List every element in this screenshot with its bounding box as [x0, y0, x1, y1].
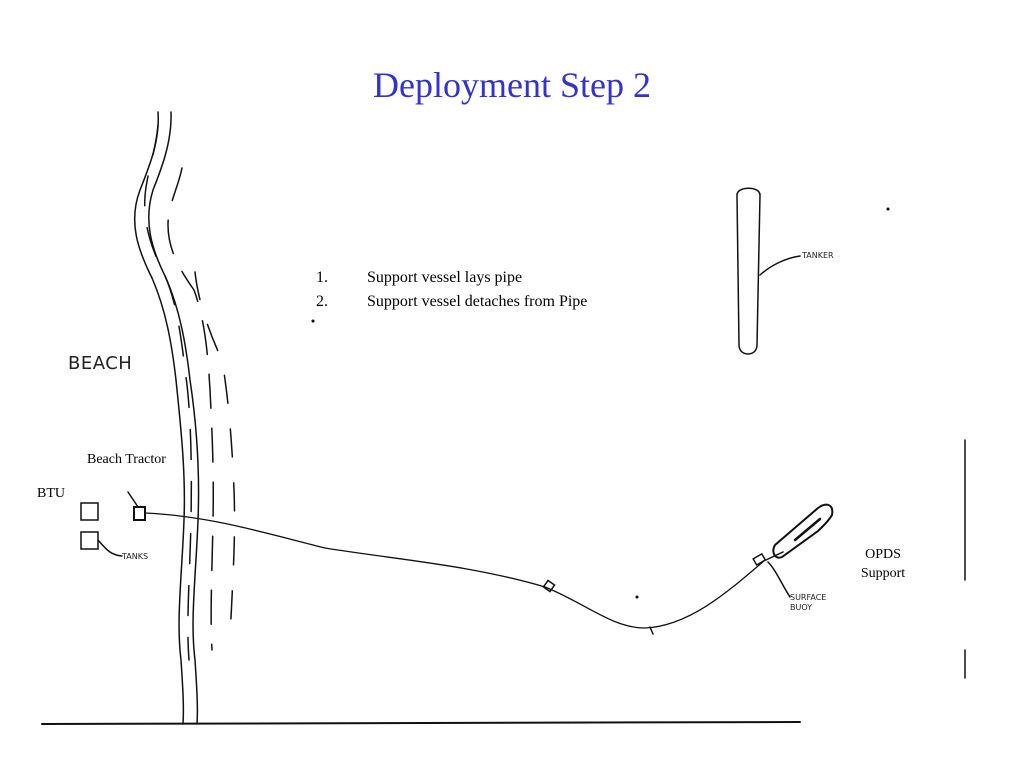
step-number: 2.: [316, 293, 328, 310]
step-item: 2. Support vessel detaches from Pipe: [316, 290, 676, 314]
step-text: Support vessel detaches from Pipe: [367, 293, 588, 310]
slide-title: Deployment Step 2: [373, 65, 651, 105]
pipeline: [144, 512, 766, 629]
step-number: 1.: [316, 269, 328, 286]
surface-buoy-label: SURFACE BUOY: [790, 593, 827, 612]
stray-dot-1: [886, 207, 890, 211]
beach-label: BEACH: [68, 353, 133, 374]
step-text: Support vessel lays pipe: [367, 269, 523, 286]
pipe-dot: [635, 595, 639, 599]
tanker-ship: [736, 187, 761, 355]
pipe-tick: [649, 626, 654, 635]
btu-box: [80, 502, 99, 521]
btu-label: BTU: [37, 486, 65, 501]
surf-line-dashed-inner: [143, 124, 193, 661]
tanks-label: TANKS: [122, 552, 149, 561]
bottom-line: [41, 721, 801, 725]
beach-tractor-leader: [127, 491, 139, 508]
beach-tractor-label: Beach Tractor: [87, 452, 166, 467]
surface-buoy: [752, 552, 767, 566]
surf-line-dashed-outer: [194, 271, 236, 641]
opds-support-label: OPDS Support: [860, 547, 906, 581]
tanker-leader: [759, 255, 801, 276]
stray-dot-2: [311, 319, 315, 323]
tanker-label: TANKER: [802, 251, 834, 260]
steps-list: 1. Support vessel lays pipe 2. Support v…: [316, 266, 676, 314]
surf-line-dashed-mid: [167, 167, 215, 651]
step-item: 1. Support vessel lays pipe: [316, 266, 676, 290]
tank-box: [80, 531, 99, 550]
buoy-leader: [767, 561, 791, 598]
shoreline-right: [148, 111, 200, 725]
opds-vessel: [772, 503, 834, 559]
tanks-leader: [97, 539, 123, 557]
opds-line: [765, 551, 784, 561]
pipe-float: [542, 579, 556, 593]
shoreline-left: [133, 111, 186, 725]
opds-vessel-deck: [793, 517, 822, 542]
beach-tractor: [133, 506, 146, 521]
